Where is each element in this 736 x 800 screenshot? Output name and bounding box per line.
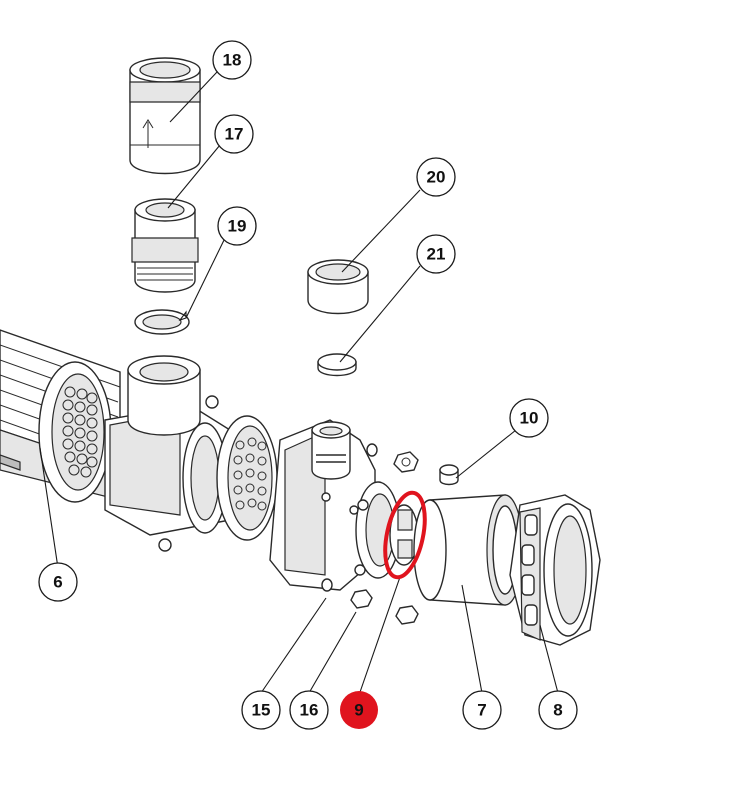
- callout-7: 7: [462, 690, 502, 730]
- part-17-nipple: [131, 198, 199, 293]
- callout-21: 21: [416, 234, 456, 274]
- callout-17: 17: [214, 114, 254, 154]
- callout-19: 19: [217, 206, 257, 246]
- svg-text:20: 20: [427, 168, 446, 187]
- part-10-plug: [439, 464, 459, 486]
- svg-text:19: 19: [228, 217, 247, 236]
- part-21-disc: [317, 353, 357, 377]
- pump-body: [104, 355, 231, 552]
- part-6-tube-bundle: [0, 329, 121, 503]
- svg-text:18: 18: [223, 51, 242, 70]
- diffuser-plate: [216, 415, 278, 541]
- svg-text:8: 8: [553, 701, 562, 720]
- callout-8: 8: [538, 690, 578, 730]
- callout-9-highlighted: 9: [340, 691, 378, 729]
- callout-16: 16: [289, 690, 329, 730]
- part-18-check-valve: [129, 57, 201, 175]
- pump-housing: [269, 419, 401, 591]
- svg-text:17: 17: [225, 125, 244, 144]
- part-7-union-tail: [413, 494, 524, 606]
- part-8-union-nut: [509, 494, 601, 646]
- leader-lines: [39, 71, 559, 696]
- svg-text:15: 15: [252, 701, 271, 720]
- part-19-washer: [134, 309, 190, 335]
- part-20-cap: [307, 259, 369, 315]
- svg-text:16: 16: [300, 701, 319, 720]
- svg-text:7: 7: [477, 701, 486, 720]
- callout-6: 6: [38, 562, 78, 602]
- callout-15: 15: [241, 690, 281, 730]
- callout-10: 10: [509, 398, 549, 438]
- svg-text:21: 21: [427, 245, 446, 264]
- svg-text:9: 9: [354, 701, 363, 720]
- part-9-highlight-ring: [383, 490, 427, 580]
- callout-18: 18: [212, 40, 252, 80]
- part-9-seal: [389, 504, 419, 566]
- svg-text:6: 6: [53, 573, 62, 592]
- svg-text:10: 10: [520, 409, 539, 428]
- callout-20: 20: [416, 157, 456, 197]
- nuts-and-washers: [321, 443, 419, 625]
